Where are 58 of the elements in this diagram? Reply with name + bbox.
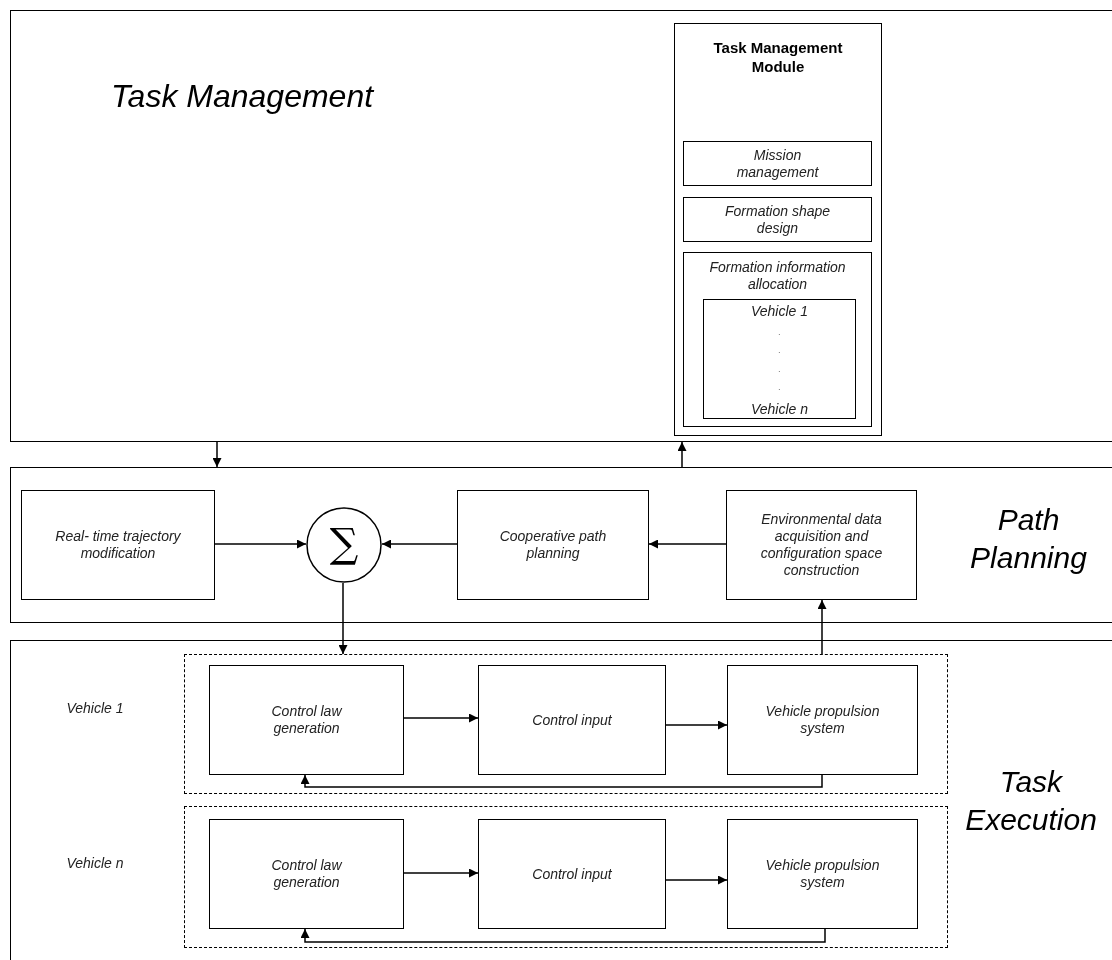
process-box xyxy=(478,819,666,929)
box-label: Control input xyxy=(532,865,612,883)
module-title: Task Management Module xyxy=(712,38,844,76)
box-label: Cooperative path planning xyxy=(498,528,608,562)
box-label: Control input xyxy=(532,711,612,729)
layer-panel xyxy=(10,640,1112,960)
layer-panel xyxy=(10,467,1112,623)
ellipsis-dot: . xyxy=(778,382,781,392)
arrow xyxy=(300,774,823,788)
vehicle-label: Vehicle 1 xyxy=(65,700,125,717)
box-label: Environmental data acquisition and configuration space construction xyxy=(759,511,884,579)
arrow xyxy=(381,539,458,549)
vehicle-list-box xyxy=(703,299,856,419)
process-box xyxy=(683,197,872,242)
vehicle-group-box xyxy=(184,654,948,794)
ellipsis-dot: . xyxy=(778,364,781,374)
process-box xyxy=(727,819,918,929)
arrow xyxy=(300,928,826,943)
arrow xyxy=(648,539,727,549)
arrow xyxy=(403,713,479,723)
arrow xyxy=(212,441,222,468)
vehicle-label: Vehicle 1 xyxy=(750,303,809,319)
ellipsis-dot: . xyxy=(778,346,781,356)
arrow xyxy=(338,582,348,655)
arrow xyxy=(214,539,307,549)
arrow xyxy=(665,720,728,730)
process-box xyxy=(209,665,404,775)
layer-title: Task Execution xyxy=(964,764,1098,838)
box-label: Formation shape design xyxy=(723,202,832,237)
layer-title: Task Management xyxy=(111,77,375,116)
arrow xyxy=(817,599,827,655)
process-box xyxy=(683,141,872,186)
process-box xyxy=(21,490,215,600)
vehicle-label: Vehicle n xyxy=(750,400,809,417)
process-box xyxy=(209,819,404,929)
vehicle-group-box xyxy=(184,806,948,948)
box-label: Mission management xyxy=(735,146,820,181)
process-box xyxy=(726,490,917,600)
process-box xyxy=(457,490,649,600)
layer-panel xyxy=(10,10,1112,442)
layer-title: Path Planning xyxy=(969,502,1088,576)
sum-symbol: ∑ xyxy=(328,519,360,567)
arrow xyxy=(403,868,479,878)
process-box xyxy=(727,665,918,775)
box-label: Vehicle propulsion system xyxy=(764,857,881,891)
summing-junction-circle xyxy=(306,507,382,583)
box-label: Vehicle propulsion system xyxy=(764,703,881,737)
box-label: Control law generation xyxy=(270,703,343,737)
box-label: Control law generation xyxy=(270,857,343,891)
arrow xyxy=(665,875,728,885)
arrow xyxy=(677,441,687,468)
box-label: Formation information allocation xyxy=(708,259,847,293)
process-box xyxy=(478,665,666,775)
module-panel xyxy=(674,23,882,436)
vehicle-label: Vehicle n xyxy=(65,855,125,872)
box-label: Real- time trajectory modification xyxy=(54,528,182,562)
group-box xyxy=(683,252,872,427)
ellipsis-dot: . xyxy=(778,328,781,338)
